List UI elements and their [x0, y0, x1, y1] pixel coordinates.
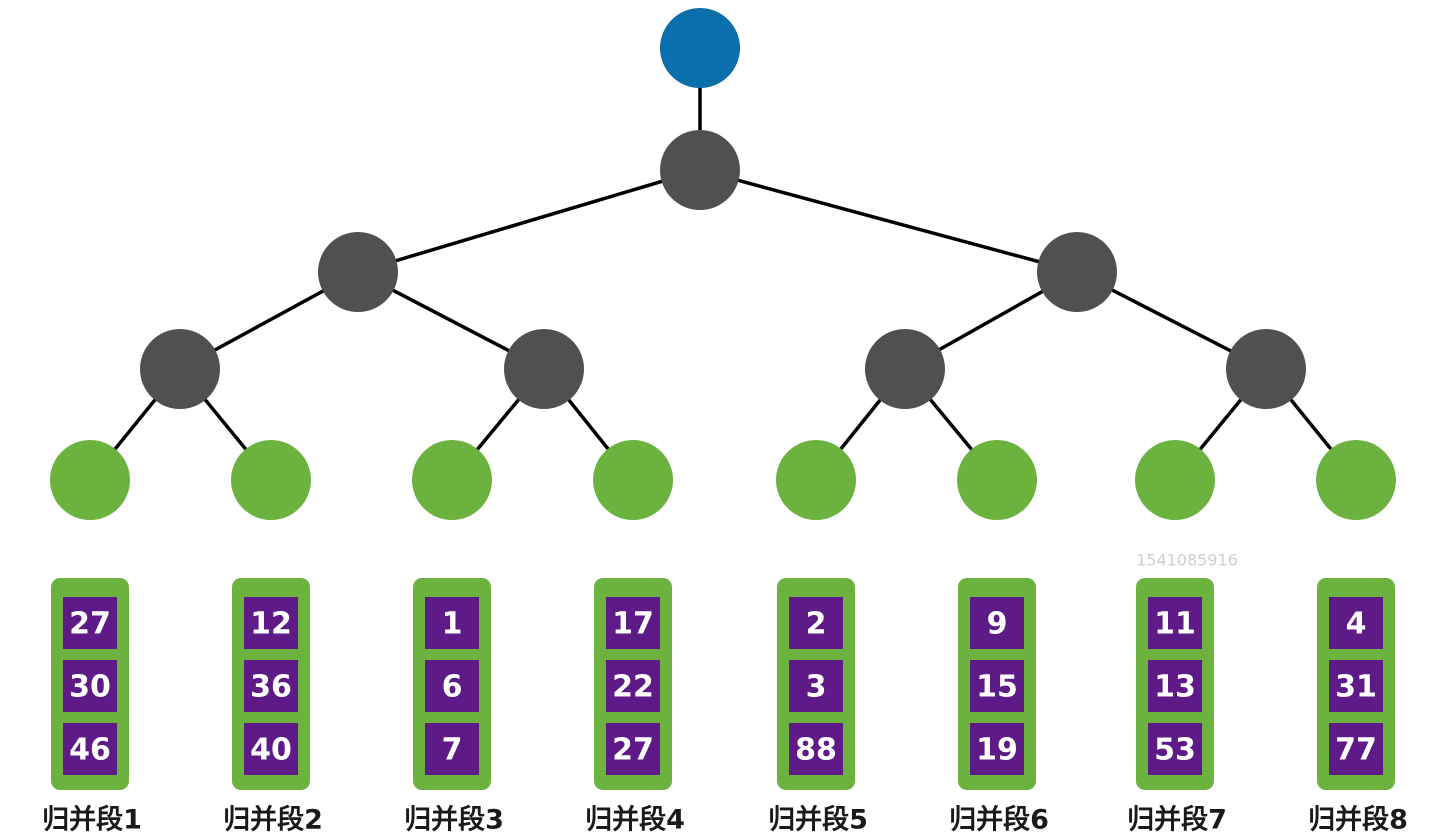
run-cell-value: 3 [806, 670, 827, 705]
leaf-node-7 [1135, 440, 1215, 520]
run-cell-value: 19 [976, 733, 1018, 768]
run-cell-value: 31 [1335, 670, 1377, 705]
run-cell-value: 88 [795, 733, 837, 768]
run-cell-value: 15 [976, 670, 1018, 705]
run-cell [1148, 660, 1202, 712]
run-cell [63, 597, 117, 649]
run-cell-value: 7 [442, 733, 463, 768]
leaf-node-6 [957, 440, 1037, 520]
merge-run-label: 归并段3 [404, 804, 504, 836]
merge-run-2: 12 36 40 归并段2 [223, 578, 323, 836]
leaf-node-8 [1316, 440, 1396, 520]
leaf-node-5 [776, 440, 856, 520]
run-cell-value: 53 [1154, 733, 1196, 768]
merge-run-label: 归并段8 [1308, 804, 1408, 836]
run-cell-value: 46 [69, 733, 111, 768]
run-cell [425, 660, 479, 712]
tree-edges [88, 48, 1358, 482]
run-cell-value: 2 [806, 607, 827, 642]
edge-level2-left [357, 168, 701, 274]
internal-node-level1-2 [504, 329, 584, 409]
run-cell-value: 27 [69, 607, 111, 642]
merge-run-label: 归并段2 [223, 804, 323, 836]
leaf-node-2 [231, 440, 311, 520]
run-cell-value: 27 [612, 733, 654, 768]
merge-run-3: 1 6 7 归并段3 [404, 578, 504, 836]
run-cell-value: 30 [69, 670, 111, 705]
merge-run-label: 归并段4 [585, 804, 685, 836]
run-cell [789, 723, 843, 775]
internal-node-level1-4 [1226, 329, 1306, 409]
merge-run-label: 归并段1 [42, 804, 142, 836]
run-cell-value: 77 [1335, 733, 1377, 768]
leaf-node-3 [412, 440, 492, 520]
run-cell-value: 40 [250, 733, 292, 768]
merge-run-5: 2 3 88 归并段5 [768, 578, 868, 836]
run-cell-value: 11 [1154, 607, 1196, 642]
run-cell [425, 597, 479, 649]
tree-nodes [50, 8, 1396, 520]
run-cell [970, 660, 1024, 712]
root-node [660, 8, 740, 88]
merge-run-7: 11 13 53 归并段7 [1127, 578, 1227, 836]
internal-node-level1-3 [865, 329, 945, 409]
run-cell [1329, 723, 1383, 775]
run-cell-value: 1 [442, 607, 463, 642]
internal-node-top [660, 130, 740, 210]
merge-runs: 27 30 46 归并段1 12 36 40 归并段2 1 6 7 归并段3 17 22 27 归并段4 2 3 8… [42, 578, 1408, 836]
run-cell [970, 597, 1024, 649]
run-cell-value: 12 [250, 607, 292, 642]
run-cell [244, 597, 298, 649]
watermark-number: 1541085916 [1136, 551, 1238, 570]
run-cell [63, 660, 117, 712]
internal-node-level2-1 [318, 232, 398, 312]
run-cell [1329, 660, 1383, 712]
run-cell [1148, 597, 1202, 649]
edge-level2-right [699, 168, 1078, 274]
leaf-node-1 [50, 440, 130, 520]
run-cell [244, 723, 298, 775]
run-cell-value: 17 [612, 607, 654, 642]
merge-run-4: 17 22 27 归并段4 [585, 578, 685, 836]
run-cell-value: 6 [442, 670, 463, 705]
run-cell [1148, 723, 1202, 775]
run-cell [1329, 597, 1383, 649]
merge-run-1: 27 30 46 归并段1 [42, 578, 142, 836]
leaf-node-4 [593, 440, 673, 520]
run-cell-value: 36 [250, 670, 292, 705]
internal-node-level2-2 [1037, 232, 1117, 312]
run-cell [606, 660, 660, 712]
run-cell [63, 723, 117, 775]
internal-node-level1-1 [140, 329, 220, 409]
merge-run-label: 归并段5 [768, 804, 868, 836]
run-cell-value: 22 [612, 670, 654, 705]
run-cell [970, 723, 1024, 775]
run-cell-value: 9 [987, 607, 1008, 642]
run-cell [425, 723, 479, 775]
run-cell-value: 4 [1346, 607, 1367, 642]
run-cell-value: 13 [1154, 670, 1196, 705]
merge-run-8: 4 31 77 归并段8 [1308, 578, 1408, 836]
merge-run-label: 归并段6 [949, 804, 1049, 836]
merge-run-6: 9 15 19 归并段6 [949, 578, 1049, 836]
merge-run-label: 归并段7 [1127, 804, 1227, 836]
run-cell [789, 660, 843, 712]
run-cell [606, 597, 660, 649]
run-cell [244, 660, 298, 712]
run-cell [606, 723, 660, 775]
run-cell [789, 597, 843, 649]
